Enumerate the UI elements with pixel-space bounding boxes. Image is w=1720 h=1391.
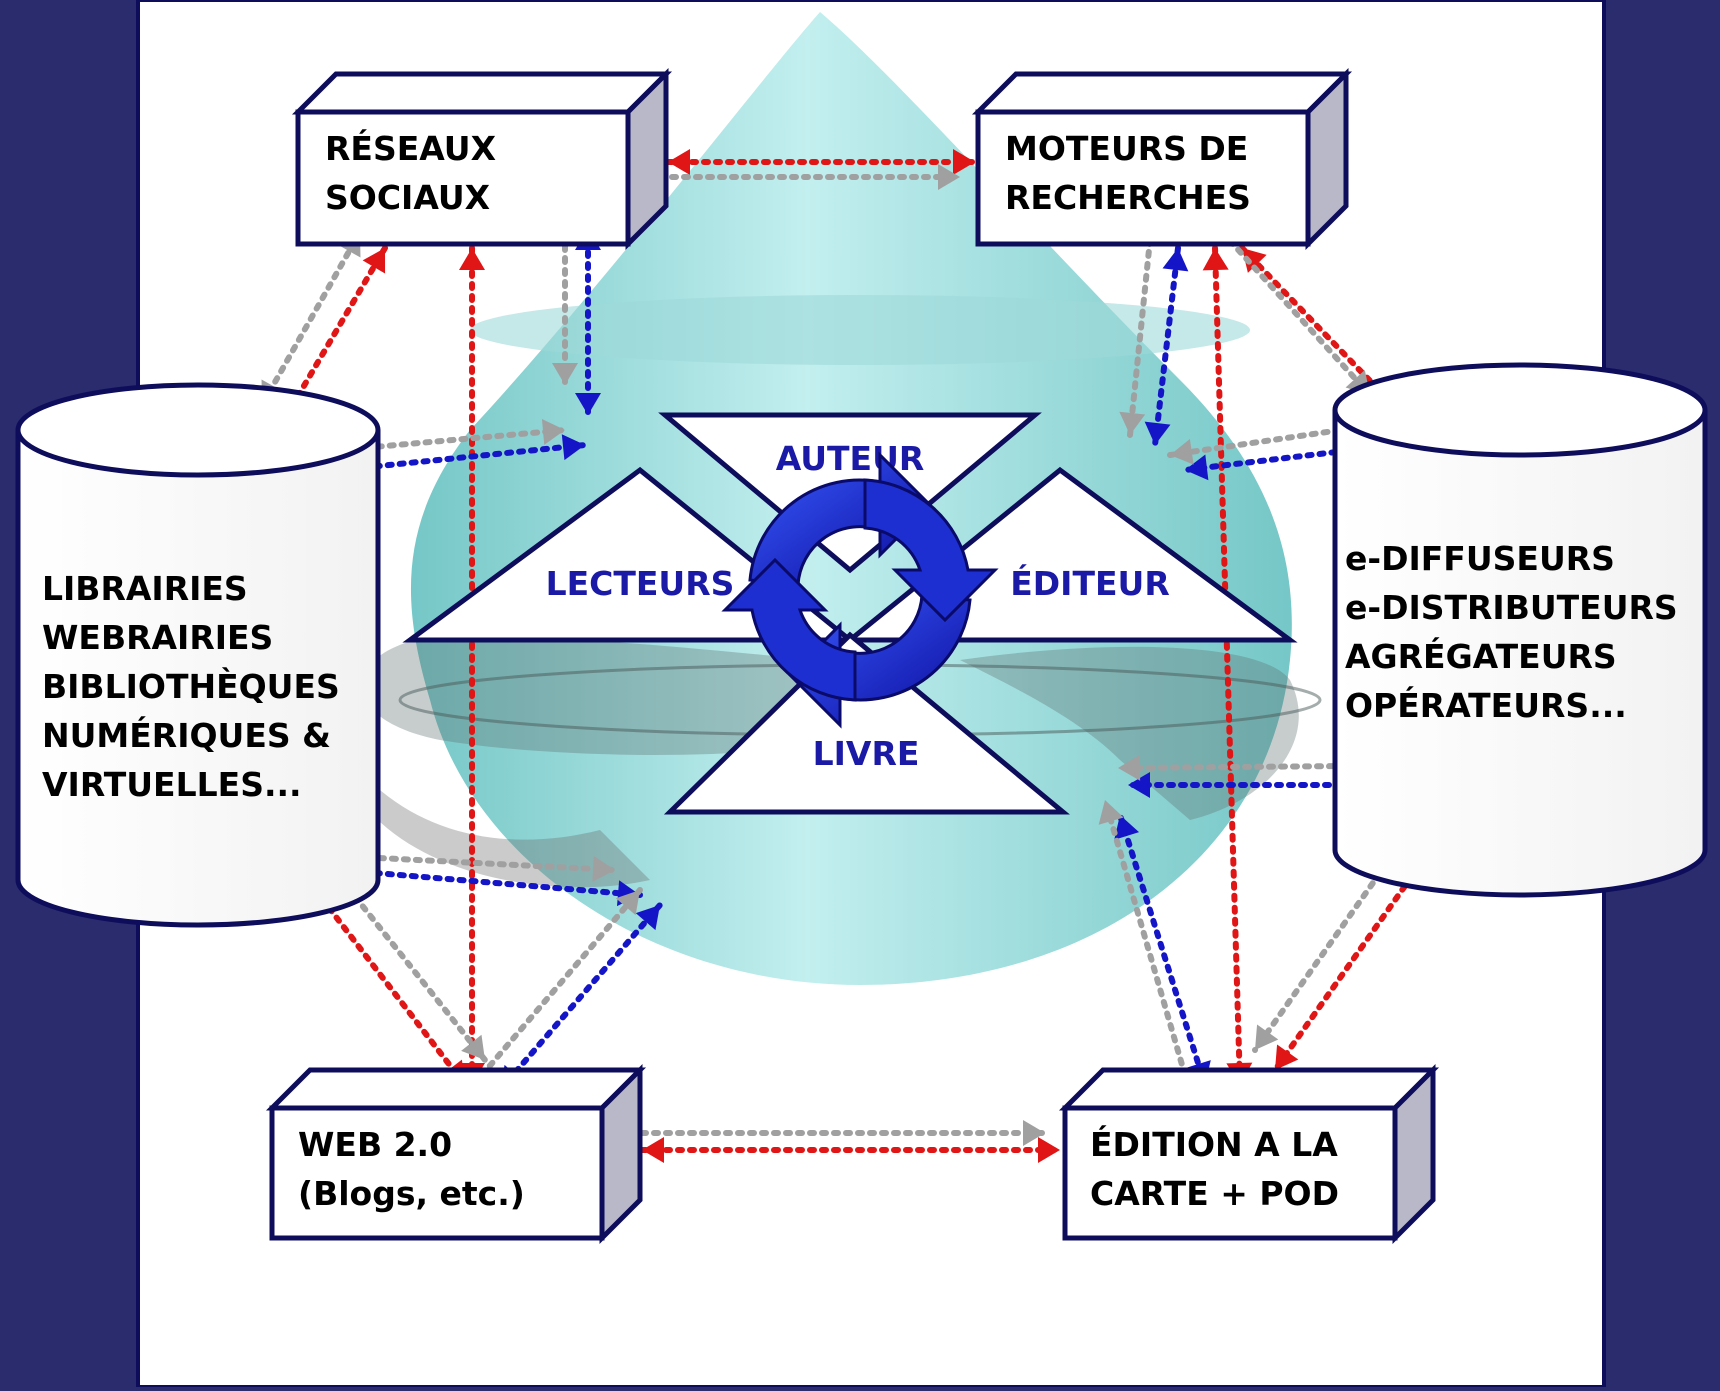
connector-line xyxy=(497,902,663,1093)
node-diffuseurs: e-DIFFUSEURS e-DISTRIBUTEURS AGRÉGATEURS OP… xyxy=(1332,362,1708,898)
role-lecteurs: LECTEURS xyxy=(546,564,735,603)
node-web20-line: WEB 2.0 xyxy=(298,1125,452,1164)
node-web20: WEB 2.0 (Blogs, etc.) xyxy=(265,1063,647,1245)
connector-line xyxy=(1152,245,1181,448)
connector-line xyxy=(337,867,643,898)
connector-line xyxy=(1127,237,1153,438)
arrowhead-icon xyxy=(1185,454,1209,481)
arrowhead-icon xyxy=(668,149,690,175)
connector-line xyxy=(275,245,388,433)
arrowhead-icon xyxy=(938,164,960,190)
arrowhead-icon xyxy=(1118,754,1141,781)
node-diffuseurs-line: AGRÉGATEURS xyxy=(1345,636,1617,676)
arrowhead-icon xyxy=(1275,1044,1299,1070)
arrowhead-icon xyxy=(1023,1120,1045,1146)
node-librairies-line: NUMÉRIQUES & xyxy=(42,715,331,755)
arrowhead-icon xyxy=(575,393,601,415)
node-librairies: LIBRAIRIES WEBRAIRIES BIBLIOTHÈQUES NUMÉRIQ… xyxy=(15,382,381,928)
arrowhead-icon xyxy=(635,905,660,931)
connector-line xyxy=(315,847,488,1063)
connector-line xyxy=(479,887,643,1078)
role-livre: LIVRE xyxy=(813,734,920,773)
arrowhead-icon xyxy=(459,248,485,270)
arrowhead-icon xyxy=(1144,421,1171,445)
node-reseaux: RÉSEAUX SOCIAUX xyxy=(291,67,673,251)
arrowhead-icon xyxy=(362,248,386,274)
arrowhead-icon xyxy=(1255,1024,1279,1050)
connector-line xyxy=(259,229,363,408)
node-moteurs-line: RECHERCHES xyxy=(1005,178,1251,217)
node-librairies-line: BIBLIOTHÈQUES xyxy=(42,666,340,706)
node-moteurs: MOTEURS DE RECHERCHES xyxy=(971,67,1353,251)
node-reseaux-line: RÉSEAUX xyxy=(325,128,496,168)
connector-line xyxy=(1219,229,1373,398)
node-edition-line: CARTE + POD xyxy=(1090,1174,1339,1213)
arrowhead-icon xyxy=(642,1137,664,1163)
arrowhead-icon xyxy=(561,434,585,461)
node-diffuseurs-line: e-DIFFUSEURS xyxy=(1345,539,1615,578)
connector-line xyxy=(1117,812,1208,1088)
arrowhead-icon xyxy=(1038,1137,1060,1163)
arrowhead-icon xyxy=(1162,248,1189,272)
arrowhead-icon xyxy=(1202,248,1229,271)
node-reseaux-line: SOCIAUX xyxy=(325,178,490,217)
arrowhead-icon xyxy=(541,419,565,445)
connector-line xyxy=(1212,245,1243,1088)
arrowhead-icon xyxy=(615,890,640,916)
node-edition-line: ÉDITION A LA xyxy=(1090,1124,1338,1164)
connector-line xyxy=(337,442,588,473)
node-diffuseurs-line: e-DISTRIBUTEURS xyxy=(1345,588,1678,627)
arrowhead-icon xyxy=(953,149,975,175)
arrowhead-icon xyxy=(1242,248,1267,273)
node-moteurs-line: MOTEURS DE xyxy=(1005,129,1248,168)
role-auteur: AUTEUR xyxy=(776,439,925,478)
central-roles: AUTEUR LECTEURS ÉDITEUR LIVRE xyxy=(402,412,1298,815)
node-web20-line: (Blogs, etc.) xyxy=(298,1174,525,1213)
arrowhead-icon xyxy=(552,363,578,385)
arrowhead-icon xyxy=(1170,438,1194,465)
nodes: RÉSEAUX SOCIAUX MOTEURS DE RECHERCHES WEB 2.… xyxy=(15,67,1708,1245)
arrowhead-icon xyxy=(1128,772,1150,798)
triangle-livre xyxy=(663,631,1070,815)
node-librairies-line: WEBRAIRIES xyxy=(42,618,273,657)
arrowhead-icon xyxy=(592,855,615,882)
node-librairies-line: VIRTUELLES... xyxy=(42,765,302,804)
circular-refresh-arrows-icon xyxy=(721,451,999,729)
node-diffuseurs-line: OPÉRATEURS... xyxy=(1345,685,1627,725)
arrowhead-icon xyxy=(461,1034,485,1060)
node-librairies-line: LIBRAIRIES xyxy=(42,569,248,608)
node-edition: ÉDITION A LA CARTE + POD xyxy=(1058,1063,1440,1245)
arrowhead-icon xyxy=(1098,800,1124,825)
connector-line xyxy=(1102,797,1188,1078)
role-editeur: ÉDITEUR xyxy=(1010,563,1169,603)
arrowhead-icon xyxy=(1114,815,1140,840)
arrowhead-icon xyxy=(1119,411,1146,435)
